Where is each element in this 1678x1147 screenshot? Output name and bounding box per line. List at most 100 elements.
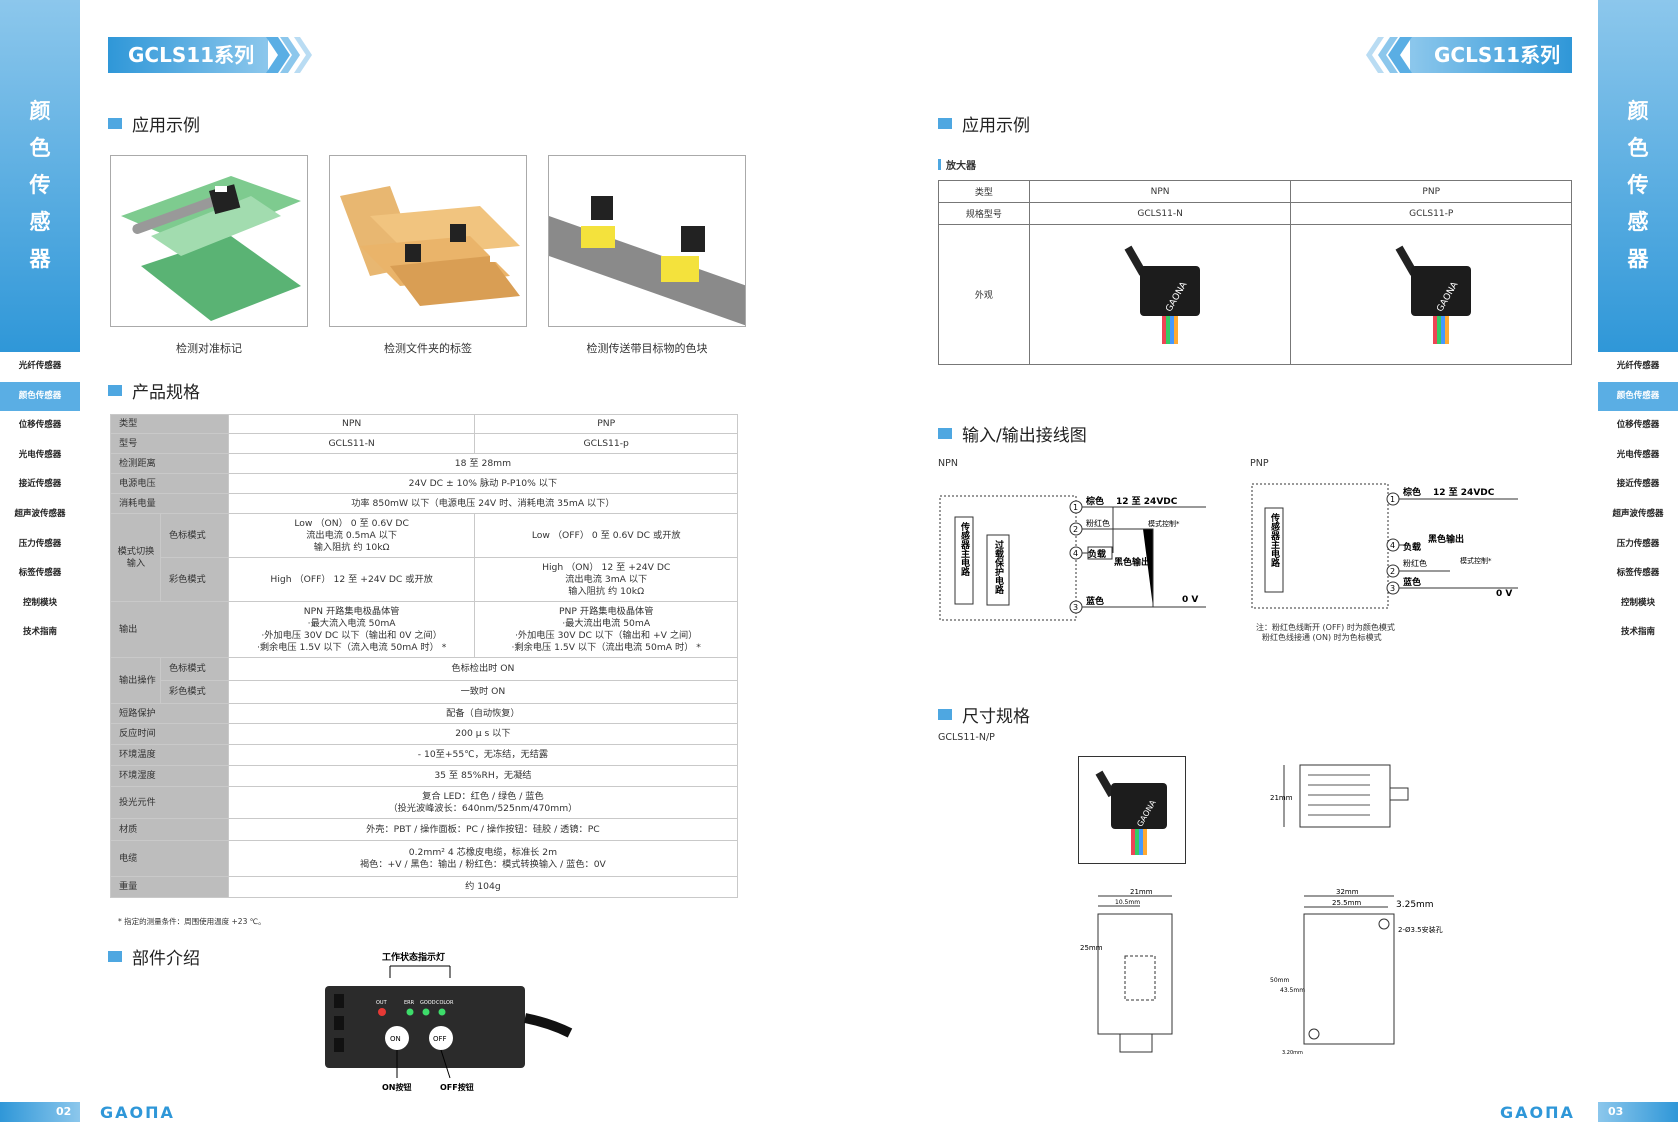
wire-pink: 粉红色 (1086, 518, 1110, 528)
pin: 3 (1073, 603, 1078, 612)
dims-front-view: 21mm 10.5mm 25mm (1080, 888, 1173, 1053)
sidebar-title-char: 器 (1627, 247, 1649, 271)
spec-sublabel: 色标模式 (159, 657, 229, 681)
wire-brown: 棕色 (1085, 495, 1104, 507)
amp-image: GAONA (1028, 224, 1292, 365)
footer-band-left (0, 1102, 80, 1122)
pin: 2 (1073, 525, 1078, 534)
spec-line: ·外加电压 30V DC 以下（输出和 +V 之间） (515, 629, 698, 641)
spec-sublabel: 色标模式 (159, 513, 229, 558)
spec-line: PNP 开路集电极晶体管 (559, 605, 654, 617)
spec-cell: GCLS11-p (474, 433, 738, 454)
spec-line: Low （ON） 0 至 0.6V DC (294, 517, 409, 529)
spec-line: ·剩余电压 1.5V 以下（流入电流 50mA 时） * (256, 641, 447, 653)
sidebar-nav-item[interactable]: 标签传感器 (18, 568, 62, 579)
section-title-app: 应用示例 (108, 111, 200, 136)
amp-label: 外观 (938, 224, 1030, 365)
sidebar-title-char: 感 (1627, 210, 1649, 234)
pnp-label: PNP (1250, 458, 1269, 469)
sidebar-nav: 光纤传感器颜色传感器位移传感器光电传感器接近传感器超声波传感器压力传感器标签传感… (1598, 352, 1678, 648)
dims-side-view: 32mm 25.5mm 3.25mm 2-Ø3.5安装孔 50mm 43.5mm… (1270, 888, 1443, 1056)
spec-label: 类型 (110, 414, 229, 434)
series-banner-left: GCLS11系列 (108, 37, 268, 73)
sidebar-nav-item[interactable]: 超声波传感器 (1612, 508, 1664, 519)
dims-photo: GAONA (1078, 756, 1186, 864)
dims-top-view: 21mm (1270, 764, 1409, 828)
sidebar-nav-item[interactable]: 光纤传感器 (1616, 361, 1660, 371)
wire-brown: 棕色 (1402, 486, 1421, 498)
sidebar-nav-item[interactable]: 接近传感器 (1616, 479, 1660, 490)
dim-label: 10.5mm (1115, 899, 1140, 906)
page-number: 03 (1608, 1105, 1624, 1118)
amp-head: NPN (1028, 180, 1292, 203)
spec-cell: 复合 LED：红色 / 绿色 / 蓝色（投光波峰波长：640nm/525nm/4… (227, 786, 739, 819)
section-title-text: 输入/输出接线图 (962, 426, 1087, 446)
main-circuit-label: 传感器主电路 (1269, 512, 1281, 568)
spec-cell: NPN 开路集电极晶体管·最大流入电流 50mA·外加电压 30V DC 以下（… (227, 601, 476, 658)
color-led-label: COLOR (436, 1000, 454, 1006)
protect-circuit-label: 过载保护电路 (993, 539, 1005, 595)
amp-cell: GCLS11-P (1290, 202, 1572, 225)
spec-line: High （ON） 12 至 +24V DC (542, 561, 671, 573)
spec-label: 电缆 (110, 840, 229, 877)
amplifier-subtitle: 放大器 (938, 157, 976, 172)
spec-label: 环境温度 (110, 744, 229, 766)
spec-label: 重量 (110, 876, 229, 898)
sidebar-nav-item[interactable]: 光电传感器 (1616, 449, 1660, 460)
spec-line: 褐色：+V / 黑色：输出 / 粉红色：模式转换输入 / 蓝色：0V (359, 858, 606, 870)
pin: 1 (1390, 495, 1395, 504)
sidebar-nav-item[interactable]: 控制模块 (22, 597, 57, 608)
dim-label: 3.25mm (1396, 900, 1434, 910)
spec-label: 输出操作 (110, 657, 161, 704)
amp-image: GAONA (1290, 224, 1572, 365)
spec-cell: 外壳：PBT / 操作面板：PC / 操作按钮：硅胶 / 透镜：PC (227, 818, 739, 841)
page-number: 02 (56, 1105, 72, 1118)
app-caption-3: 检测传送带目标物的色块 (586, 342, 708, 355)
sidebar-nav-item[interactable]: 接近传感器 (18, 479, 62, 490)
section-title-spec: 产品规格 (108, 378, 200, 403)
sidebar-nav-item[interactable]: 压力传感器 (18, 538, 62, 549)
spec-cell: 24V DC ± 10% 脉动 P-P10% 以下 (227, 473, 739, 494)
sidebar-title-char: 传 (29, 173, 51, 197)
sidebar-nav-item[interactable]: 超声波传感器 (14, 508, 66, 519)
sidebar-nav-item[interactable]: 位移传感器 (18, 420, 62, 431)
indicator-label: 工作状态指示灯 (382, 951, 445, 963)
sidebar-nav-item[interactable]: 技术指南 (22, 627, 57, 638)
sidebar-nav-item[interactable]: 技术指南 (1620, 627, 1655, 638)
sidebar-nav-item[interactable]: 位移传感器 (1616, 420, 1660, 431)
mode-control-label: 模式控制* (1460, 556, 1492, 565)
section-title-text: 应用示例 (962, 116, 1030, 136)
sidebar-title-char: 感 (29, 210, 51, 234)
sidebar-nav-item[interactable]: 压力传感器 (1616, 538, 1660, 549)
app-image-3 (548, 155, 746, 327)
npn-label: NPN (938, 458, 958, 469)
left-sidebar: 颜色传感器 光纤传感器颜色传感器位移传感器光电传感器接近传感器超声波传感器压力传… (0, 0, 80, 1147)
sidebar-nav-item[interactable]: 光纤传感器 (18, 361, 62, 371)
dim-label: 25mm (1080, 944, 1103, 952)
sidebar-nav-item[interactable]: 颜色传感器 (0, 381, 80, 412)
section-title-dims: 尺寸规格 (938, 702, 1030, 727)
mode-control-label: 模式控制* (1148, 519, 1180, 528)
sidebar-title-char: 颜 (29, 99, 51, 123)
subtitle-text: 放大器 (946, 161, 976, 172)
spec-cell: High （OFF） 12 至 +24V DC 或开放 (227, 557, 476, 602)
dim-label: 3.20mm (1282, 1050, 1303, 1056)
spec-cell: 约 104g (227, 876, 739, 898)
right-sidebar: 颜色传感器 光纤传感器颜色传感器位移传感器光电传感器接近传感器超声波传感器压力传… (1598, 0, 1678, 1147)
sidebar-nav-item[interactable]: 光电传感器 (18, 449, 62, 460)
pin: 4 (1073, 549, 1078, 558)
app-caption-1: 检测对准标记 (176, 342, 242, 355)
sidebar-nav-item[interactable]: 颜色传感器 (1598, 381, 1678, 412)
dim-label: 32mm (1336, 888, 1359, 896)
sidebar-nav-item[interactable]: 控制模块 (1620, 597, 1655, 608)
spec-line: 输入阻抗 约 10kΩ (568, 585, 645, 597)
wiring-note-1: 注：粉红色线断开 (OFF) 时为颜色模式 (1256, 623, 1395, 632)
spec-line: ·剩余电压 1.5V 以下（流出电流 50mA 时） * (511, 641, 701, 653)
pnp-wiring-diagram: 传感器主电路 1 4 2 3 棕色 12 至 24VDC 黑色输出 负载 粉红色… (1251, 483, 1518, 609)
on-button-caption: ON按钮 (382, 1082, 412, 1092)
sidebar-nav-item[interactable]: 标签传感器 (1616, 568, 1660, 579)
section-title-parts: 部件介绍 (108, 944, 200, 969)
section-title-wiring: 输入/输出接线图 (938, 421, 1087, 446)
